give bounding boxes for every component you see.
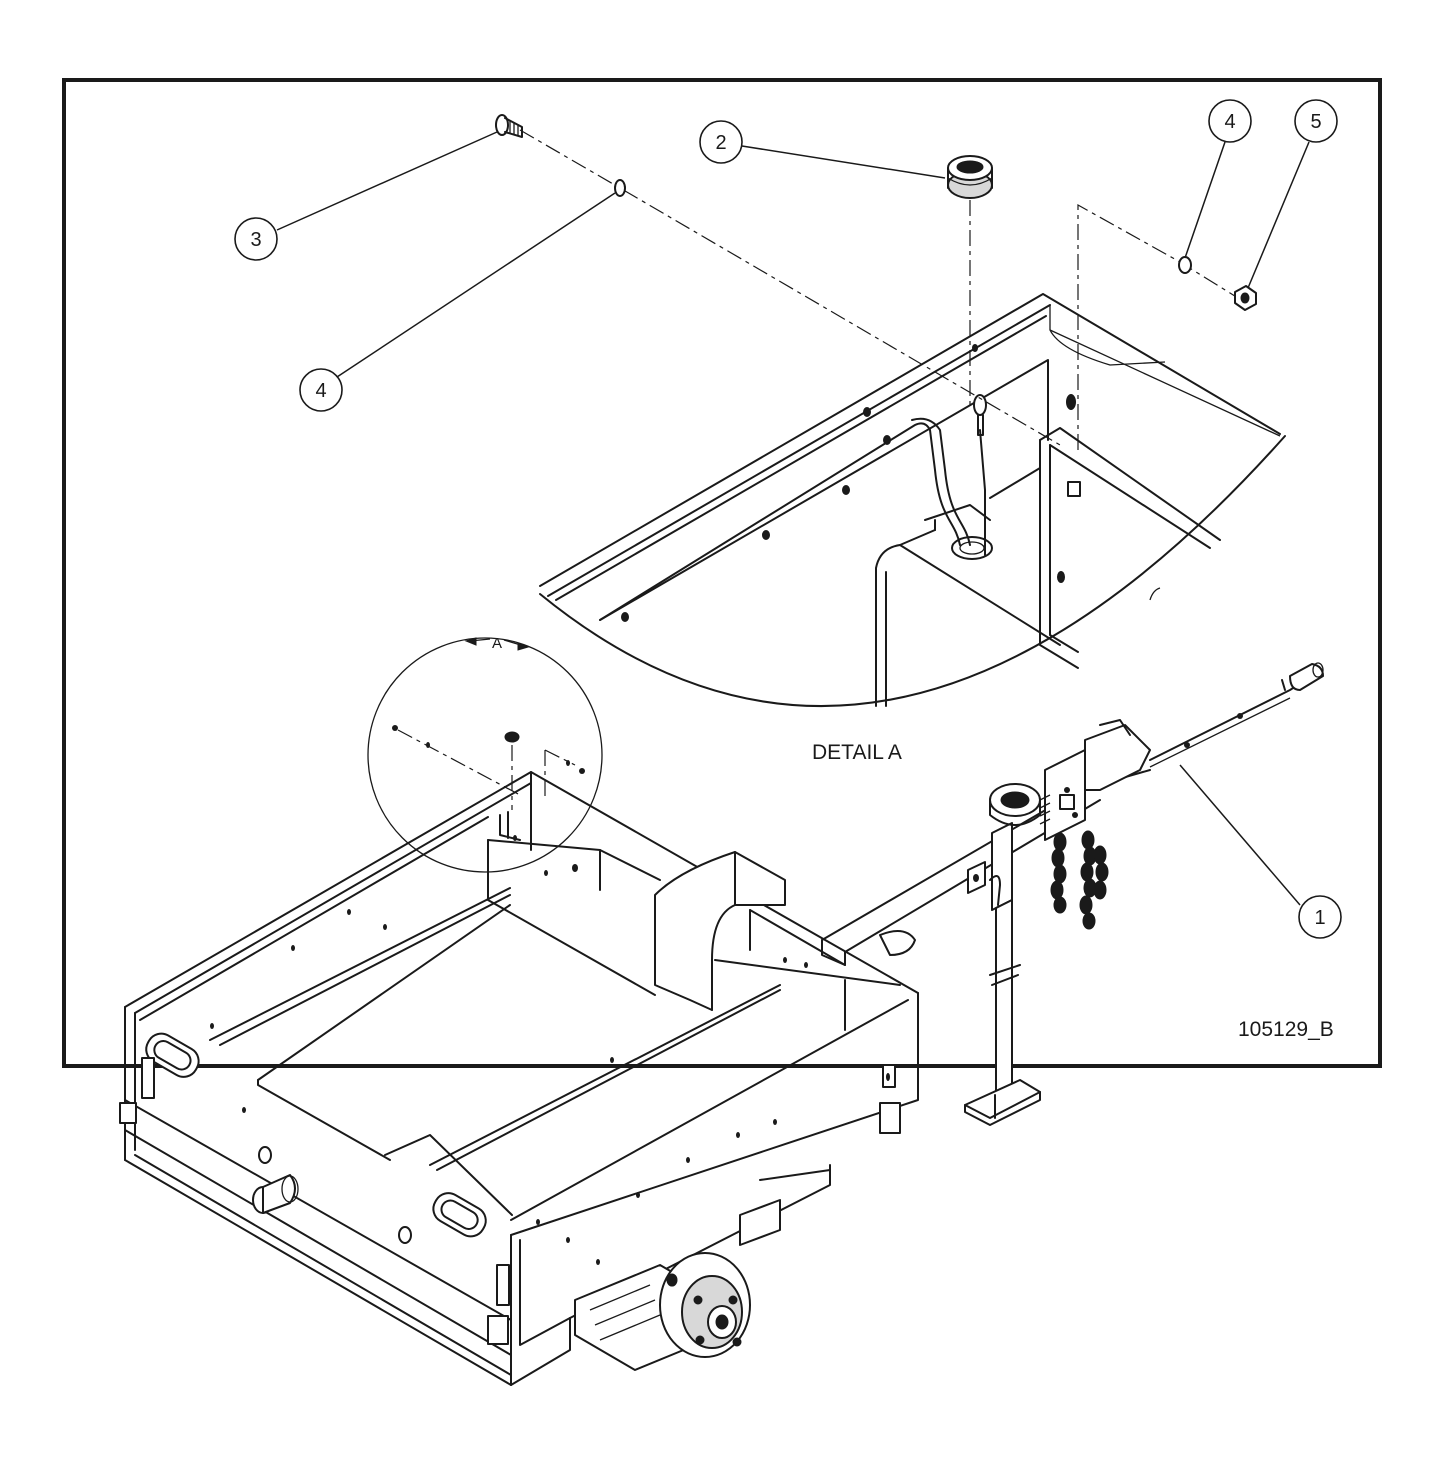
svg-text:3: 3	[250, 229, 261, 251]
detail-a-reference-label: A	[492, 635, 502, 652]
drawing-number: 105129_B	[1238, 1018, 1334, 1041]
detail-a-caption: DETAIL A	[812, 741, 902, 764]
trailer-assembly: A	[119, 635, 1324, 1386]
detail-a-callout-circle	[367, 637, 603, 873]
balloon-1: 1	[1298, 895, 1342, 939]
detail-a-boundary-arc	[539, 435, 1286, 708]
safety-chains	[1050, 830, 1109, 930]
svg-text:4: 4	[1224, 111, 1235, 133]
balloon-4b: 4	[1208, 99, 1252, 143]
explode-line-bolt	[519, 129, 1061, 446]
balloon-2: 2	[699, 120, 743, 164]
wiring-harness-part	[1149, 662, 1324, 768]
nut-part	[1234, 285, 1257, 311]
balloon-3: 3	[234, 217, 278, 261]
bolt-part	[495, 114, 523, 138]
balloon-5: 5	[1294, 99, 1338, 143]
drawing-frame	[62, 78, 1382, 1068]
svg-text:5: 5	[1310, 111, 1321, 133]
svg-text:1: 1	[1314, 907, 1325, 929]
washer-part-left	[614, 179, 626, 197]
svg-text:2: 2	[715, 132, 726, 154]
explode-line-nut	[1077, 203, 1239, 450]
detail-a-view	[539, 293, 1286, 708]
grommet-part	[947, 155, 993, 199]
svg-text:4: 4	[315, 380, 326, 402]
balloon-4a: 4	[299, 368, 343, 412]
washer-part-right	[1178, 256, 1192, 274]
